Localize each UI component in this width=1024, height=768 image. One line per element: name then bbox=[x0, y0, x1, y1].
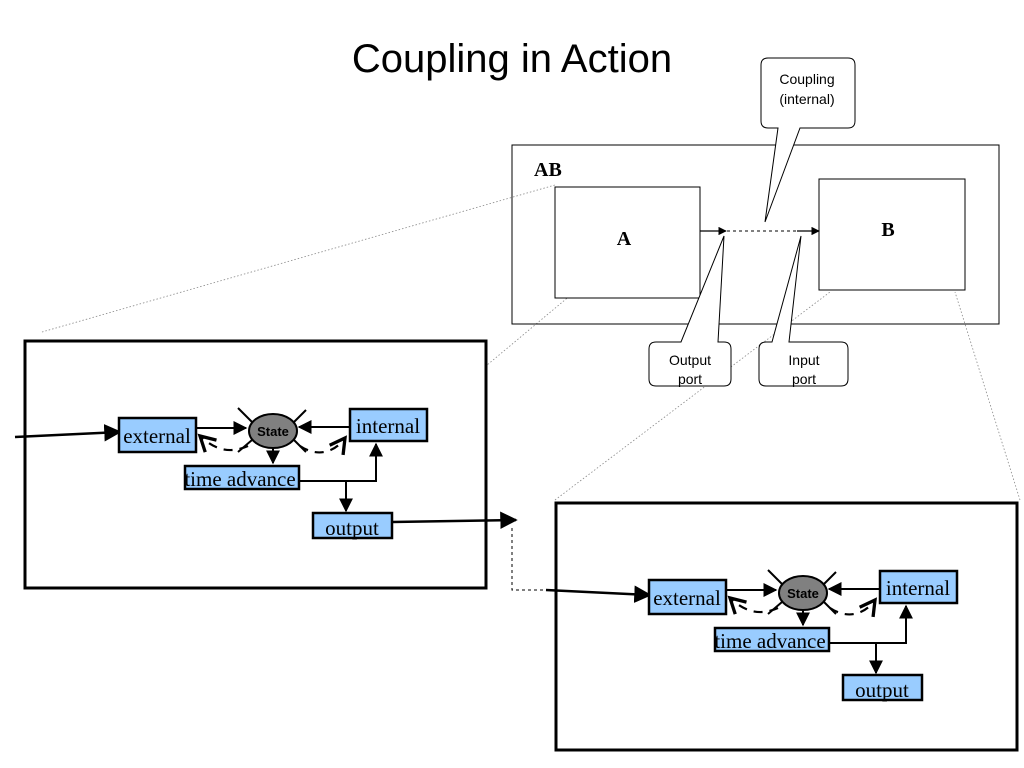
input-port-callout-line1: Input bbox=[788, 352, 819, 368]
external-box bbox=[117, 416, 198, 454]
state-rays bbox=[237, 407, 307, 453]
state-label-b: State bbox=[787, 586, 819, 601]
output-to-input-coupling bbox=[511, 528, 556, 591]
atomic-model-a: external State internal time advance out… bbox=[14, 339, 518, 590]
state-to-internal-feedback bbox=[299, 438, 345, 452]
time-advance-to-internal-arrow-b bbox=[829, 604, 913, 644]
model-b-label: B bbox=[881, 219, 894, 241]
time-advance-box-b bbox=[713, 626, 831, 653]
time-advance-box bbox=[183, 464, 301, 491]
external-label: external bbox=[123, 424, 191, 448]
state-to-external-feedback bbox=[200, 436, 249, 450]
model-a-box bbox=[554, 186, 701, 299]
state-rays-b bbox=[767, 569, 837, 615]
coupling-callout-line2: (internal) bbox=[779, 91, 834, 107]
time-advance-to-internal-arrow bbox=[299, 442, 383, 482]
page-title: Coupling in Action bbox=[352, 37, 672, 81]
external-box-b bbox=[647, 578, 728, 616]
coupled-model-name: AB bbox=[534, 159, 562, 181]
internal-box-b bbox=[878, 569, 959, 605]
model-b-box bbox=[818, 178, 966, 291]
output-port-callout-line2: port bbox=[678, 371, 702, 387]
atomic-model-a-frame bbox=[23, 339, 488, 590]
internal-box bbox=[348, 407, 429, 443]
output-port-callout-line1: Output bbox=[669, 352, 711, 368]
time-advance-label: time advance bbox=[184, 467, 295, 491]
time-advance-label-b: time advance bbox=[714, 629, 825, 653]
output-port-callout: Output port bbox=[648, 235, 732, 387]
state-label: State bbox=[257, 424, 289, 439]
output-label-b: output bbox=[855, 678, 909, 702]
state-to-external-feedback-b bbox=[730, 598, 779, 612]
output-box bbox=[311, 511, 394, 540]
model-a-label: A bbox=[617, 228, 632, 250]
internal-label: internal bbox=[356, 414, 420, 438]
coupled-model-ab: AB A B bbox=[511, 144, 1000, 325]
external-input-arrow bbox=[14, 424, 122, 442]
input-port-callout: Input port bbox=[758, 235, 849, 387]
state-to-internal-feedback-b bbox=[829, 600, 875, 614]
coupling-callout: Coupling (internal) bbox=[760, 57, 856, 223]
output-label: output bbox=[325, 516, 379, 540]
input-port-callout-line2: port bbox=[792, 371, 816, 387]
atomic-model-b: external State internal time advance out… bbox=[545, 501, 1019, 752]
coupling-callout-line1: Coupling bbox=[779, 71, 834, 87]
output-port-line bbox=[391, 511, 518, 530]
internal-label-b: internal bbox=[886, 576, 950, 600]
coupled-model-frame bbox=[511, 144, 1000, 325]
atomic-model-b-frame bbox=[554, 501, 1019, 752]
external-label-b: external bbox=[653, 586, 721, 610]
external-input-arrow-b bbox=[545, 585, 652, 603]
output-box-b bbox=[841, 673, 924, 702]
